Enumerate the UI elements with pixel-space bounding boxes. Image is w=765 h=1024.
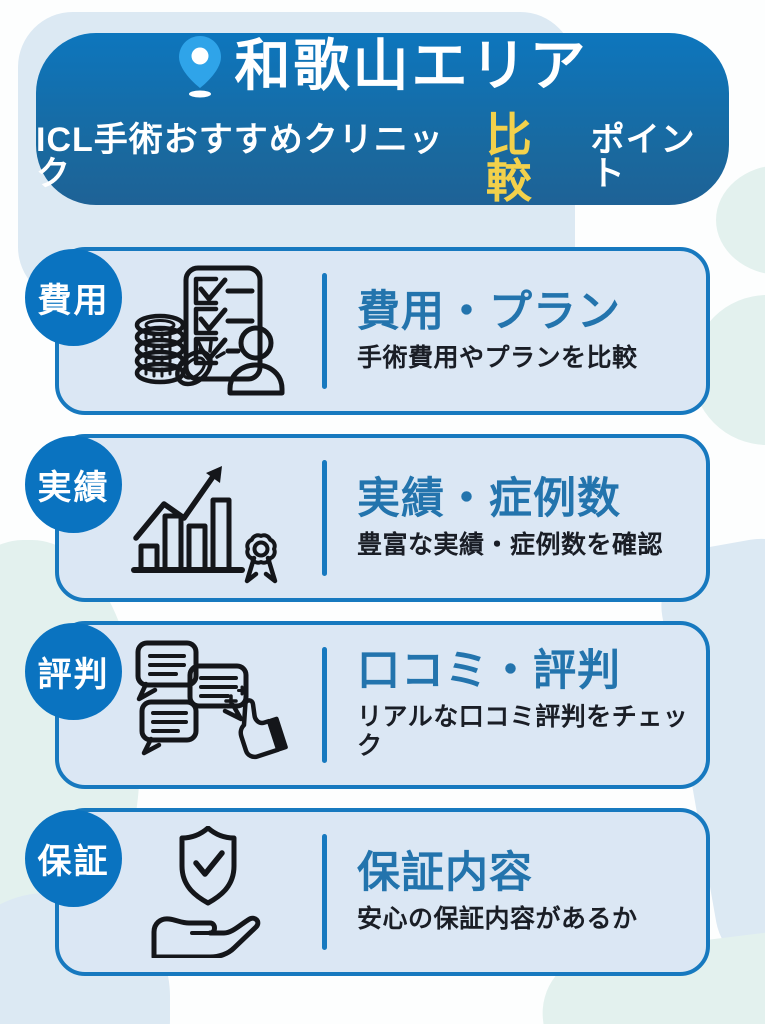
section-badge-guarantee: 保証 (25, 810, 122, 907)
section-divider (322, 460, 327, 576)
section-description: 安心の保証内容があるか (357, 904, 638, 933)
bar-chart-award-icon (125, 452, 290, 584)
section-title: 保証内容 (357, 848, 533, 897)
header-title-row: 和歌山エリア (177, 34, 589, 98)
section-badge-reviews: 評判 (25, 623, 122, 720)
section-card-guarantee: 保証内容 安心の保証内容があるか (55, 808, 710, 976)
section-card-reviews: 口コミ・評判 リアルな口コミ評判をチェック (55, 621, 710, 789)
page-title: 和歌山エリア (234, 34, 589, 97)
section-title: 口コミ・評判 (357, 647, 621, 696)
section-divider (322, 647, 327, 763)
coins-checklist-icon (125, 265, 290, 397)
section-description: 手術費用やプランを比較 (357, 343, 638, 372)
section-description: リアルな口コミ評判をチェック (357, 703, 689, 761)
section-title: 費用・プラン (357, 287, 621, 336)
section-card-cost: 費用・プラン 手術費用やプランを比較 (55, 247, 710, 415)
section-divider (322, 834, 327, 950)
subtitle-after: ポイント (590, 121, 696, 193)
speech-bubbles-thumbs-up-icon (125, 639, 290, 771)
section-divider (322, 273, 327, 389)
subtitle-highlight: 比較 (485, 109, 533, 207)
section-badge-results: 実績 (25, 436, 122, 533)
section-card-results: 実績・症例数 豊富な実績・症例数を確認 (55, 434, 710, 602)
header-subtitle: ICL手術おすすめクリニック 比較 ポイント (36, 112, 729, 204)
subtitle-before: ICL手術おすすめクリニック (36, 121, 444, 193)
header-banner: 和歌山エリア ICL手術おすすめクリニック 比較 ポイント (36, 33, 729, 205)
section-description: 豊富な実績・症例数を確認 (357, 530, 664, 559)
hand-shield-icon (125, 826, 290, 958)
section-badge-cost: 費用 (25, 249, 122, 346)
location-pin-icon (178, 36, 221, 98)
section-title: 実績・症例数 (357, 474, 621, 523)
